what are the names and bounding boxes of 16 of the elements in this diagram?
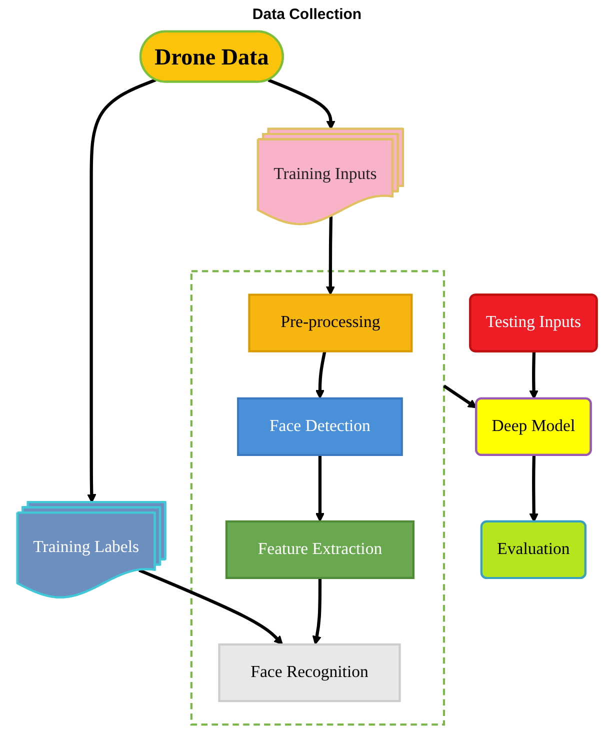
arrow [326, 216, 335, 296]
arrow [529, 455, 538, 522]
arrow [268, 78, 336, 130]
node-box: Pre-processing [248, 294, 413, 352]
arrow [315, 454, 324, 522]
cluster [190, 270, 445, 726]
arrow [529, 352, 538, 400]
node-box: Feature Extraction [225, 520, 414, 580]
arrow [312, 578, 322, 645]
node-box: Face Detection [236, 397, 403, 456]
arrow [138, 568, 283, 645]
arrow [86, 78, 156, 504]
arrow [443, 384, 477, 408]
section-label: Data Collection [252, 6, 362, 23]
node-box: Face Recognition [218, 643, 401, 702]
arrow [315, 350, 326, 399]
